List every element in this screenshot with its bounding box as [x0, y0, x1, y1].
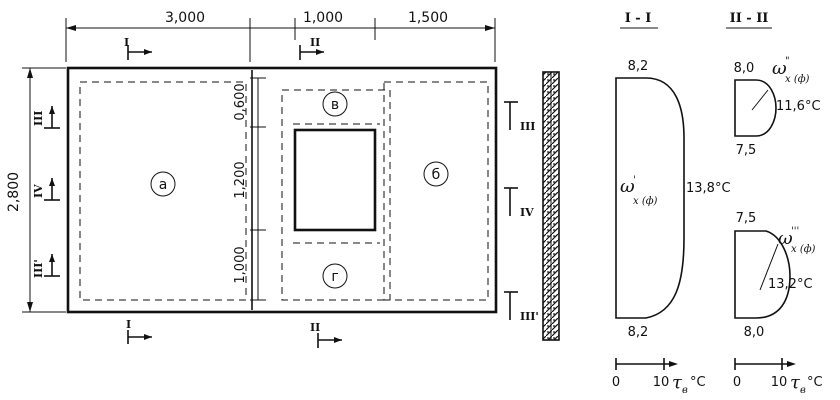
svg-text:ω: ω — [620, 176, 635, 197]
svg-text:': ' — [633, 175, 636, 186]
svg-text:0: 0 — [733, 375, 741, 390]
svg-text:τ: τ — [672, 372, 683, 393]
section-marker-bottom-i — [127, 330, 152, 344]
svg-text:в: в — [331, 97, 339, 113]
zone-b: б — [423, 161, 449, 187]
s2-upper-max: 11,6°C — [776, 99, 821, 114]
svg-text:x (ф): x (ф) — [791, 244, 816, 255]
section-title-2: II - II — [730, 11, 769, 26]
svg-text:ω: ω — [778, 228, 793, 249]
dim-left-total: 2,800 — [6, 172, 22, 212]
svg-text:°C: °C — [807, 375, 823, 390]
svg-text:x (ф): x (ф) — [785, 74, 810, 85]
svg-text:0: 0 — [612, 375, 620, 390]
svg-text:": " — [785, 56, 790, 67]
svg-text:в: в — [800, 385, 806, 396]
section-marker-bottom-ii — [317, 333, 342, 348]
svg-text:б: б — [432, 167, 441, 183]
svg-text:а: а — [159, 177, 168, 193]
left-dimension-lines — [22, 67, 66, 313]
panel-outline — [66, 66, 498, 314]
svg-text:''': ''' — [791, 226, 799, 237]
section-mark-right-iii-top: III — [520, 120, 535, 133]
s2-upper-symbol: ω " x (ф) — [772, 56, 810, 85]
svg-text:в: в — [682, 385, 688, 396]
s2-upper-top: 8,0 — [734, 61, 755, 76]
section-marker-left-iv — [44, 178, 60, 201]
section-marker-top-i — [127, 45, 152, 60]
s2-upper-bottom: 7,5 — [736, 143, 757, 158]
section-mark-left-iv: IV — [32, 184, 45, 198]
svg-text:τ: τ — [790, 372, 801, 393]
svg-text:г: г — [331, 269, 338, 285]
profile-section-2-lower — [734, 230, 791, 319]
section-mark-bottom-i: I — [126, 318, 131, 331]
s1-bottom-value: 8,2 — [628, 325, 649, 340]
s1-top-value: 8,2 — [628, 59, 649, 74]
svg-text:°C: °C — [690, 375, 706, 390]
section-mark-right-iii-bottom: III' — [520, 310, 539, 323]
section-marker-left-iii-top — [44, 106, 60, 129]
s1-symbol: ω ' x (ф) — [620, 175, 658, 207]
dim-mid-3: 1,000 — [233, 246, 248, 283]
section-mark-left-iii-bottom: III' — [32, 259, 45, 278]
svg-text:x (ф): x (ф) — [633, 196, 658, 207]
s2-upper-leader — [751, 89, 769, 111]
section-marker-right-iv — [504, 187, 518, 216]
s2-lower-top: 7,5 — [736, 211, 757, 226]
section-mark-top-i: I — [124, 36, 129, 49]
s1-max-label: 13,8°C — [686, 181, 731, 196]
dim-mid-1: 0,600 — [233, 83, 248, 120]
section-mark-bottom-ii: II — [310, 321, 320, 334]
profile-section-1 — [615, 77, 685, 319]
dim-top-3: 1,500 — [408, 10, 448, 26]
zone-v: в — [322, 91, 348, 117]
s2-lower-bottom: 8,0 — [744, 325, 765, 340]
scale-2: 0 10 τ в °C — [733, 358, 823, 396]
section-marker-right-iii-top — [504, 101, 518, 130]
dim-top-2: 1,000 — [303, 10, 343, 26]
window-opening — [293, 128, 377, 232]
section-mark-right-iv: IV — [520, 206, 534, 219]
profile-section-2-upper — [734, 79, 777, 137]
section-title-1: I - I — [625, 11, 652, 26]
dashed-contours — [79, 81, 489, 301]
dim-mid-2: 1,200 — [233, 161, 248, 198]
zone-g: г — [322, 263, 348, 289]
svg-text:10: 10 — [771, 375, 788, 390]
zone-a: а — [150, 171, 176, 197]
section-mark-left-iii-top: III — [32, 111, 45, 126]
svg-text:10: 10 — [653, 375, 670, 390]
section-mark-top-ii: II — [310, 36, 320, 49]
section-marker-top-ii — [299, 45, 324, 60]
scale-1: 0 10 τ в °C — [612, 358, 706, 396]
s2-lower-symbol: ω ''' x (ф) — [778, 226, 816, 255]
top-dimension-lines — [65, 18, 496, 62]
dim-top-1: 3,000 — [165, 10, 205, 26]
svg-text:ω: ω — [772, 58, 787, 79]
section-marker-left-iii-bottom — [44, 254, 60, 277]
s2-lower-leader — [759, 243, 779, 291]
s2-lower-max: 13,2°C — [768, 277, 813, 292]
section-marker-right-iii-bottom — [504, 291, 518, 320]
